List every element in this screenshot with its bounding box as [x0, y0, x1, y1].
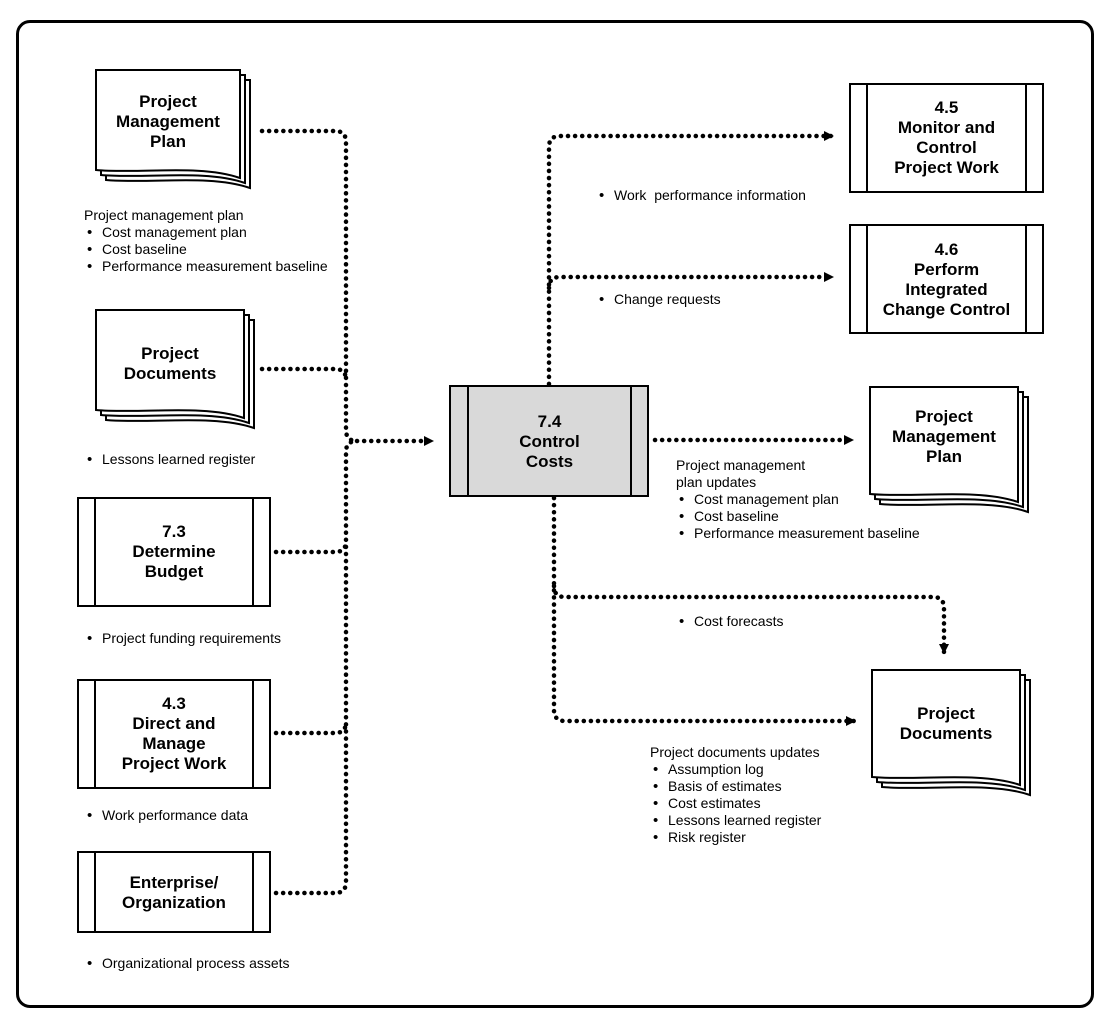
direct-manage-label: Work performance data [84, 807, 248, 824]
title-line: Perform [913, 260, 980, 279]
label-item: Cost baseline [676, 508, 920, 525]
title-line: 4.3 [162, 694, 186, 713]
process-name-line: Control [519, 432, 580, 451]
label-item: Cost estimates [650, 795, 821, 812]
connector-direct-manage [273, 719, 349, 736]
connector-cost-forecasts [551, 583, 949, 655]
label-heading: plan updates [676, 474, 757, 490]
title-line: 4.5 [934, 98, 959, 117]
label-item: Project funding requirements [84, 630, 281, 647]
title-line: Change Control [882, 300, 1011, 319]
project-documents-input-title: Project Documents [96, 344, 244, 384]
doc-pm-plan-input [95, 69, 251, 190]
label-item: Assumption log [650, 761, 821, 778]
pm-plan-input-label: Project management plan Cost management … [84, 207, 328, 275]
integrated-change-title: 4.6 Perform Integrated Change Control [860, 240, 1033, 320]
project-documents-output-label: Project documents updates Assumption log… [650, 744, 821, 846]
pm-plan-input-title: Project Management Plan [96, 92, 240, 152]
label-heading: Project management plan [84, 207, 244, 223]
title-line: Monitor and [897, 118, 996, 137]
label-item: Performance measurement baseline [676, 525, 920, 542]
label-item: Cost baseline [84, 241, 328, 258]
title-line: Direct and [132, 714, 216, 733]
label-item: Cost management plan [84, 224, 328, 241]
title-line: Integrated [905, 280, 988, 299]
process-box-direct-manage [77, 679, 271, 789]
direct-manage-title: 4.3 Direct and Manage Project Work [95, 694, 253, 774]
pm-plan-output-title: Project Management Plan [870, 407, 1018, 467]
label-heading: Project management [676, 457, 806, 473]
doc-pm-plan-output [869, 386, 1029, 514]
process-name-line: Costs [525, 452, 574, 471]
connector-to-integrated-change [546, 272, 835, 291]
title-line: Project [915, 407, 973, 426]
title-line: 7.3 [162, 522, 186, 541]
process-box-determine-budget [77, 497, 271, 607]
monitor-control-label: Work performance information [596, 153, 806, 221]
connector-enterprise [273, 438, 360, 896]
doc-project-documents-input [95, 309, 255, 430]
title-line: Documents [123, 364, 217, 383]
label-heading: Project documents updates [650, 744, 820, 760]
title-line: Plan [150, 132, 186, 151]
process-box-control-costs [449, 385, 649, 497]
title-line: Management [116, 112, 220, 131]
connector-determine-budget [273, 538, 349, 555]
title-line: Documents [899, 724, 993, 743]
title-line: 4.6 [934, 240, 959, 259]
label-item: Change requests [596, 291, 721, 308]
monitor-control-title: 4.5 Monitor and Control Project Work [867, 98, 1026, 178]
connector-project-documents-input [259, 366, 349, 383]
enterprise-label: Organizational process assets [84, 955, 290, 972]
project-documents-output-title: Project Documents [872, 704, 1020, 744]
cost-forecasts-label: Cost forecasts [676, 613, 783, 630]
process-box-integrated-change [849, 224, 1044, 334]
connector-to-project-documents-output [551, 495, 857, 726]
integrated-change-label: Change requests [596, 291, 721, 308]
title-line: Management [892, 427, 996, 446]
diagram-frame [16, 20, 1094, 1008]
label-item: Work performance information [596, 187, 806, 204]
title-line: Project Work [894, 158, 999, 177]
title-line: Manage [142, 734, 206, 753]
connector-pm-plan-input [259, 128, 360, 444]
pm-plan-output-label: Project management plan updates Cost man… [676, 457, 920, 542]
determine-budget-title: 7.3 Determine Budget [95, 522, 253, 582]
title-line: Control [916, 138, 977, 157]
process-number: 7.4 [537, 412, 562, 431]
project-documents-input-label: Lessons learned register [84, 451, 255, 468]
control-costs-title: 7.4 Control Costs [468, 412, 631, 472]
title-line: Project [139, 92, 197, 111]
label-item: Cost management plan [676, 491, 920, 508]
process-box-monitor-control [849, 83, 1044, 193]
label-item: Cost forecasts [676, 613, 783, 630]
title-line: Budget [144, 562, 204, 581]
title-line: Enterprise/ [129, 873, 219, 892]
title-line: Project Work [121, 754, 227, 773]
title-line: Project [141, 344, 199, 363]
title-line: Organization [122, 893, 226, 912]
title-line: Plan [926, 447, 962, 466]
label-item: Lessons learned register [84, 451, 255, 468]
box-enterprise-organization [77, 851, 271, 933]
determine-budget-label: Project funding requirements [84, 630, 281, 647]
label-item: Organizational process assets [84, 955, 290, 972]
title-line: Project [917, 704, 975, 723]
title-line: Determine [132, 542, 216, 561]
label-item: Risk register [650, 829, 821, 846]
connector-to-monitor-control [546, 131, 835, 387]
doc-project-documents-output [871, 669, 1031, 797]
label-item: Lessons learned register [650, 812, 821, 829]
label-item: Work performance data [84, 807, 248, 824]
enterprise-title: Enterprise/ Organization [95, 873, 253, 913]
label-item: Performance measurement baseline [84, 258, 328, 275]
label-item: Basis of estimates [650, 778, 821, 795]
